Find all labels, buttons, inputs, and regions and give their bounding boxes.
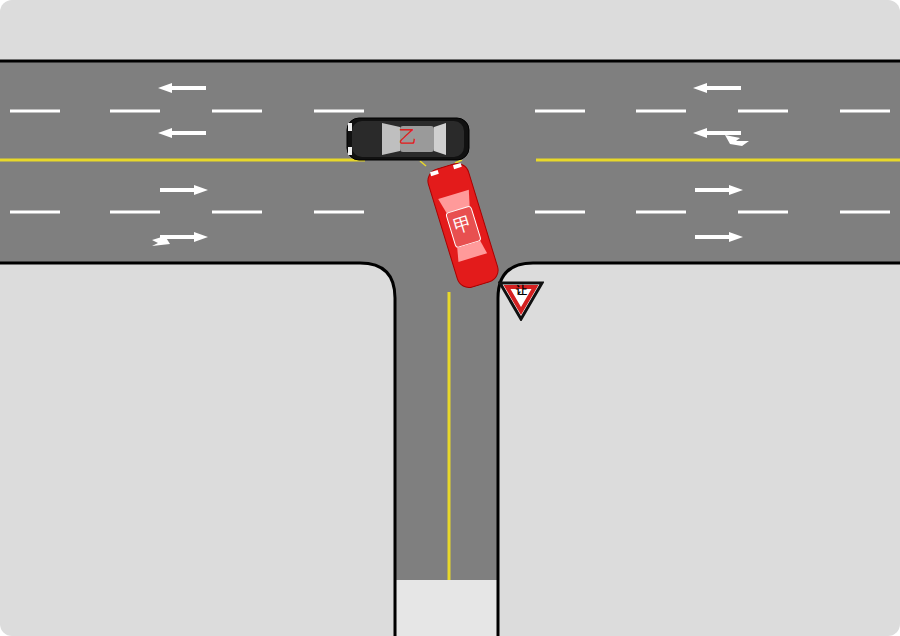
vehicle-label: 让 bbox=[498, 281, 544, 297]
road-end bbox=[397, 580, 497, 636]
road-edge bbox=[0, 263, 395, 636]
yield-sign: 让 bbox=[498, 281, 544, 321]
car-yi: 乙 bbox=[346, 117, 470, 161]
vehicle-label: 乙 bbox=[346, 117, 470, 147]
side-road bbox=[360, 262, 533, 580]
center-line bbox=[0, 159, 365, 162]
road-edge bbox=[0, 60, 900, 63]
road-edge bbox=[498, 263, 900, 636]
center-line bbox=[448, 292, 451, 580]
center-line bbox=[536, 159, 900, 162]
